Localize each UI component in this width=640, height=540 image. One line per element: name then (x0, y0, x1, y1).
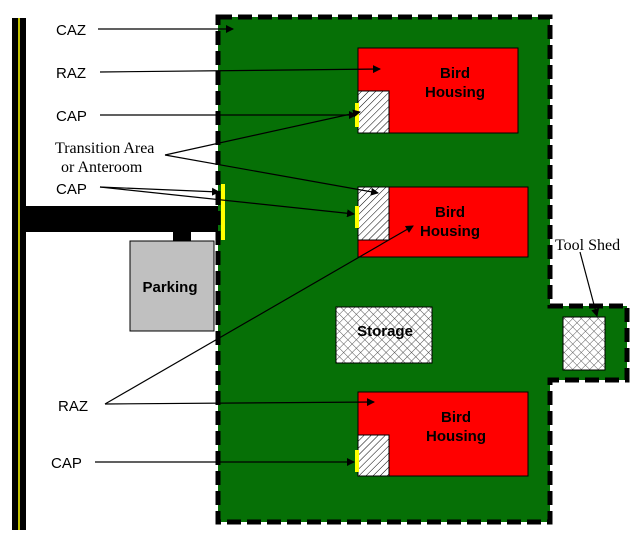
caz-label: CAZ (56, 22, 86, 39)
anteroom-1 (357, 90, 390, 134)
cap-label-2: CAP (56, 181, 87, 198)
parking-label: Parking (142, 279, 197, 296)
raz-label-bottom: RAZ (58, 398, 88, 415)
bird-housing-2-line1: Bird (435, 204, 465, 221)
transition-area-label-line1: Transition Area (55, 140, 154, 157)
bird-housing-1-line1: Bird (440, 65, 470, 82)
cap-label-1: CAP (56, 108, 87, 125)
bird-housing-2: Bird Housing (355, 186, 529, 258)
storage-building: Storage (335, 306, 433, 364)
cap-marker-2 (355, 206, 359, 228)
bird-housing-2-line2: Housing (420, 223, 480, 240)
cap-marker-entrance (221, 184, 225, 240)
anteroom-2 (357, 186, 390, 241)
cap-marker-3 (355, 450, 359, 472)
bird-housing-3-line1: Bird (441, 409, 471, 426)
road (12, 18, 222, 530)
transition-area-label-line2: or Anteroom (61, 159, 143, 176)
arrows (95, 25, 600, 466)
cap-label-3: CAP (51, 455, 82, 472)
bird-housing-1-line2: Housing (425, 84, 485, 101)
raz-label-top: RAZ (56, 65, 86, 82)
bird-housing-1: Bird Housing (355, 47, 519, 134)
tool-shed (562, 316, 606, 371)
parking-lot: Parking (129, 240, 215, 332)
bird-housing-3: Bird Housing (355, 391, 529, 477)
anteroom-3 (357, 434, 390, 477)
tool-shed-label: Tool Shed (555, 237, 620, 254)
bird-housing-3-line2: Housing (426, 428, 486, 445)
storage-label: Storage (357, 323, 413, 340)
